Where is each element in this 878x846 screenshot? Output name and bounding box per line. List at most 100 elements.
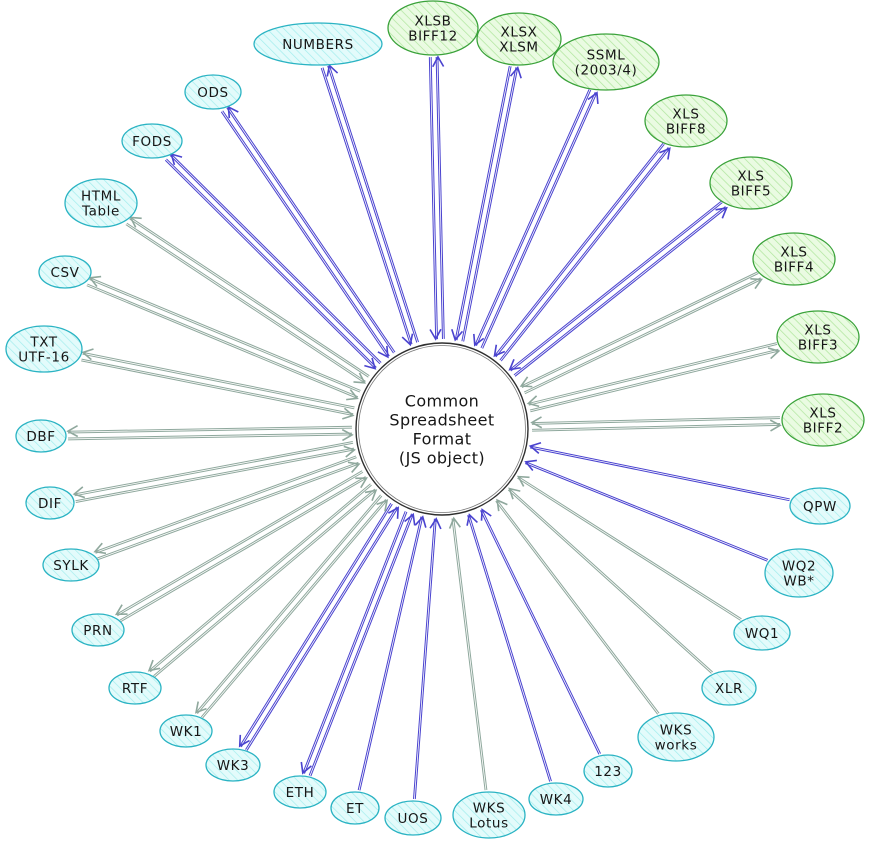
format-arrow [473, 89, 590, 347]
format-arrow [114, 470, 363, 616]
format-node-label: WK3 [217, 758, 250, 774]
format-arrow [532, 423, 781, 430]
format-node-dbf: DBF [15, 419, 67, 453]
format-arrow [194, 494, 381, 714]
format-arrow [125, 224, 366, 384]
center-node-inner-circle [358, 345, 526, 513]
format-arrow [154, 489, 378, 678]
format-arrow [169, 155, 381, 365]
format-arrow [66, 424, 352, 438]
format-arrow [357, 516, 422, 791]
format-arrow [240, 503, 393, 748]
format-arrow [530, 416, 780, 429]
format-node-label: FODS [132, 134, 172, 150]
format-arrow [524, 459, 769, 560]
format-arrow [448, 516, 488, 791]
format-node-sylk: SYLK [42, 548, 100, 582]
format-arrow [226, 107, 394, 354]
format-arrow [456, 66, 512, 341]
format-arrow [86, 285, 359, 401]
format-node-rtf: RTF [108, 671, 162, 705]
format-arrow [126, 222, 366, 382]
format-node-label: WK4 [540, 792, 573, 808]
format-arrow [68, 432, 353, 439]
format-arrow [246, 506, 399, 751]
format-arrow [147, 483, 371, 672]
format-node-et: ET [330, 791, 380, 825]
format-node-ellipse [776, 310, 860, 364]
format-node-ellipse [184, 74, 242, 110]
format-arrow [480, 510, 600, 755]
format-arrow [89, 278, 361, 393]
format-arrow [245, 506, 398, 750]
format-node-ellipse [384, 800, 442, 836]
format-arrow [149, 484, 372, 673]
format-arrow [496, 498, 660, 714]
format-node-ellipse [528, 782, 584, 816]
format-arrow [97, 461, 361, 561]
format-arrow [75, 445, 357, 503]
format-arrow [414, 517, 442, 800]
format-arrow [300, 511, 406, 775]
format-node-ellipse [159, 714, 213, 748]
format-arrow [517, 477, 741, 621]
format-node-ellipse [64, 178, 138, 228]
format-arrow [461, 67, 517, 342]
format-arrow [516, 475, 742, 620]
format-node-ellipse [752, 232, 836, 286]
format-arrow [510, 202, 723, 372]
format-arrow [238, 502, 392, 748]
format-node-ellipse [15, 419, 67, 453]
format-node-ellipse [273, 775, 327, 809]
format-arrow [308, 513, 413, 776]
format-node-qpw: QPW [789, 487, 851, 525]
format-arrow [430, 57, 438, 340]
format-arrow [326, 63, 419, 343]
format-node-ellipse [108, 671, 162, 705]
format-arrow [68, 428, 354, 442]
format-arrow [428, 57, 442, 341]
format-node-ellipse [25, 486, 75, 520]
format-arrow [451, 518, 486, 791]
diagram-arrows [66, 55, 790, 800]
format-node-numbers: NUMBERS [253, 22, 383, 66]
format-arrow [482, 91, 599, 349]
format-node-label: WQ1 [745, 626, 779, 642]
format-arrow [310, 512, 416, 777]
format-arrow [220, 111, 389, 359]
format-arrow [524, 278, 763, 395]
format-node-ellipse [644, 94, 728, 148]
format-arrow [524, 463, 768, 562]
format-node-label: DBF [26, 429, 55, 445]
format-arrow [480, 91, 596, 349]
format-arrow [508, 200, 722, 371]
format-arrow [513, 206, 726, 376]
format-node-uos: UOS [384, 800, 442, 836]
format-node-ellipse [789, 487, 851, 525]
center-node-circle [355, 342, 529, 516]
format-node-ellipse [38, 255, 92, 289]
format-arrow [432, 55, 445, 339]
format-arrow [117, 471, 364, 617]
format-node-label: RTF [122, 681, 148, 697]
format-node-label: PRN [83, 623, 112, 639]
format-arrow [166, 158, 377, 368]
